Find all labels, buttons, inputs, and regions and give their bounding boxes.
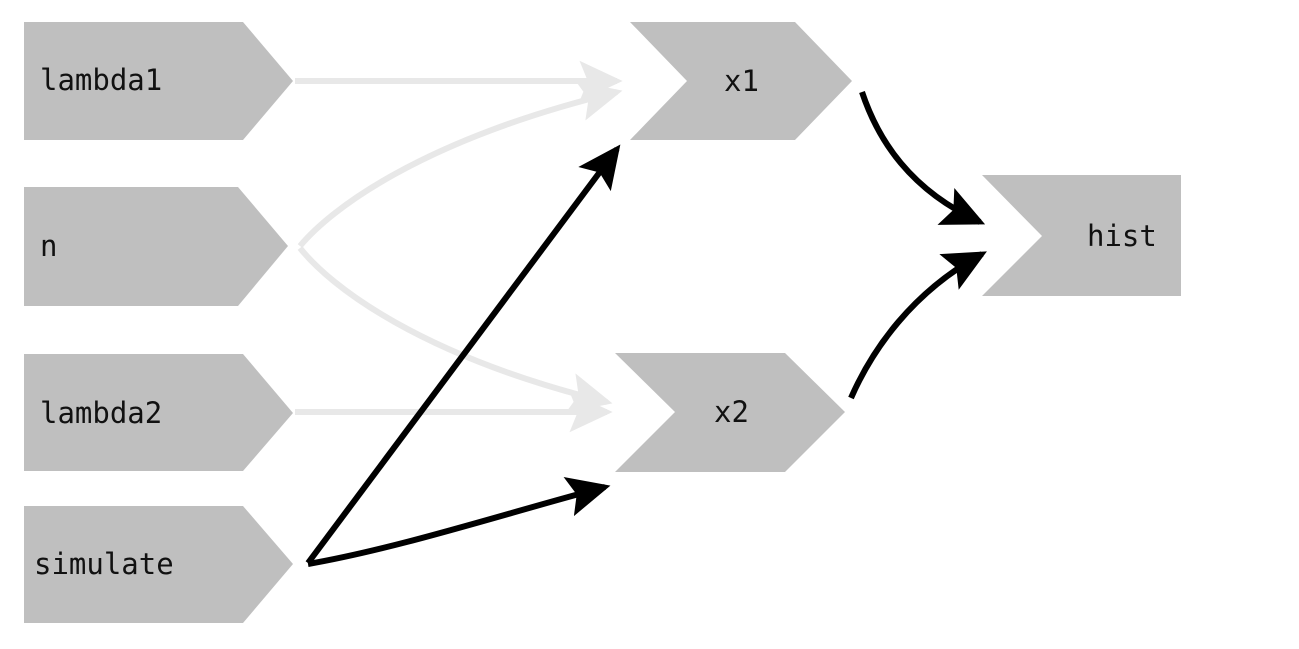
node-lambda2[interactable]: lambda2 [24, 354, 293, 471]
node-hist[interactable]: hist [982, 175, 1181, 296]
edge-x1-to-hist [859, 91, 986, 225]
node-n[interactable]: n [24, 187, 288, 306]
edge-n-to-x1 [297, 81, 623, 248]
node-x2-shape [615, 353, 845, 472]
node-x1[interactable]: x1 [630, 22, 852, 140]
edge-x2-to-hist [848, 251, 987, 400]
node-lambda1[interactable]: lambda1 [24, 22, 293, 140]
node-x2-label: x2 [714, 395, 749, 429]
node-hist-label: hist [1087, 219, 1157, 253]
weak-edge-group [295, 60, 623, 433]
node-simulate-shape [24, 506, 293, 623]
node-hist-shape [982, 175, 1181, 296]
node-lambda1-shape [24, 22, 293, 140]
node-n-label: n [40, 229, 57, 263]
edge-n-to-x2 [297, 246, 613, 413]
node-lambda2-label: lambda2 [40, 396, 162, 430]
node-x2[interactable]: x2 [615, 353, 845, 472]
node-x1-shape [630, 22, 852, 140]
edge-simulate-to-x2 [307, 476, 611, 567]
edge-simulate-to-x1 [305, 144, 621, 565]
node-lambda2-shape [24, 354, 293, 471]
node-simulate-label: simulate [34, 547, 174, 581]
node-n-shape [24, 187, 288, 306]
node-lambda1-label: lambda1 [40, 63, 162, 97]
node-x1-label: x1 [724, 64, 759, 98]
node-simulate[interactable]: simulate [24, 506, 293, 623]
strong-edge-group [305, 91, 987, 567]
